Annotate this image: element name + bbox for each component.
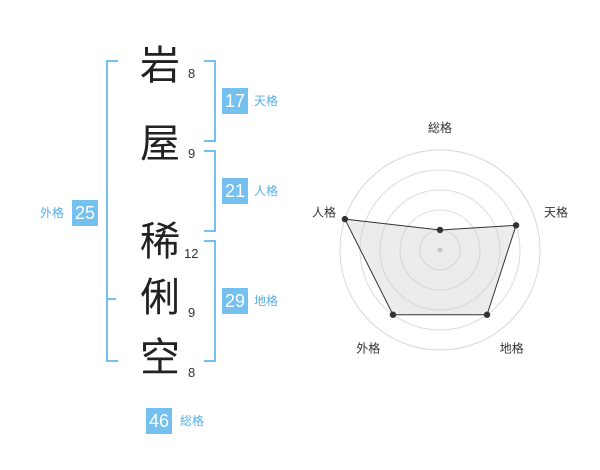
radar-point-4	[389, 311, 397, 318]
name-char-2: 屋	[140, 121, 180, 167]
radar-axis-label-1: 総格	[428, 120, 452, 135]
stroke-count-5: 8	[188, 365, 196, 380]
stroke-count-1: 8	[188, 66, 196, 81]
stroke-count-3: 12	[184, 246, 199, 261]
radar-point-1	[436, 226, 444, 234]
tenkaku-bracket	[204, 60, 216, 142]
radar-point-5	[341, 215, 349, 223]
radar-point-2	[512, 222, 520, 229]
radar-axis-label-3: 地格	[500, 341, 524, 356]
soukaku-label: 総格	[180, 414, 205, 428]
radar-series-polygon	[344, 218, 517, 316]
radar-center-dot	[437, 247, 443, 253]
jinkaku-label: 人格	[254, 184, 279, 198]
name-char-3: 稀	[140, 219, 180, 265]
radar-axis-label-2: 天格	[544, 204, 568, 219]
radar-ring-3	[379, 189, 501, 311]
chikaku-bracket	[204, 240, 216, 362]
jinkaku-value-badge: 21	[222, 178, 249, 204]
tenkaku-label: 天格	[254, 94, 279, 108]
stroke-count-2: 9	[188, 146, 196, 161]
jinkaku-bracket	[204, 150, 216, 232]
name-char-4: 俐	[140, 275, 180, 321]
gaikaku-bracket	[106, 60, 118, 362]
gaikaku-value-badge: 25	[72, 200, 99, 226]
radar-axis-label-5: 人格	[312, 204, 336, 219]
gaikaku-label: 外格	[40, 206, 65, 220]
radar-ring-2	[399, 209, 481, 291]
chikaku-label: 地格	[254, 294, 279, 308]
radar-point-3	[483, 311, 491, 318]
soukaku-value-badge: 46	[146, 408, 173, 434]
stroke-count-4: 9	[188, 305, 196, 320]
name-char-1: 岩	[140, 43, 180, 89]
radar-axis-label-4: 外格	[356, 341, 380, 356]
name-char-5: 空	[140, 335, 180, 381]
chikaku-value-badge: 29	[222, 288, 249, 314]
tenkaku-value-badge: 17	[222, 88, 249, 114]
gaikaku-bracket-tick	[106, 298, 116, 300]
